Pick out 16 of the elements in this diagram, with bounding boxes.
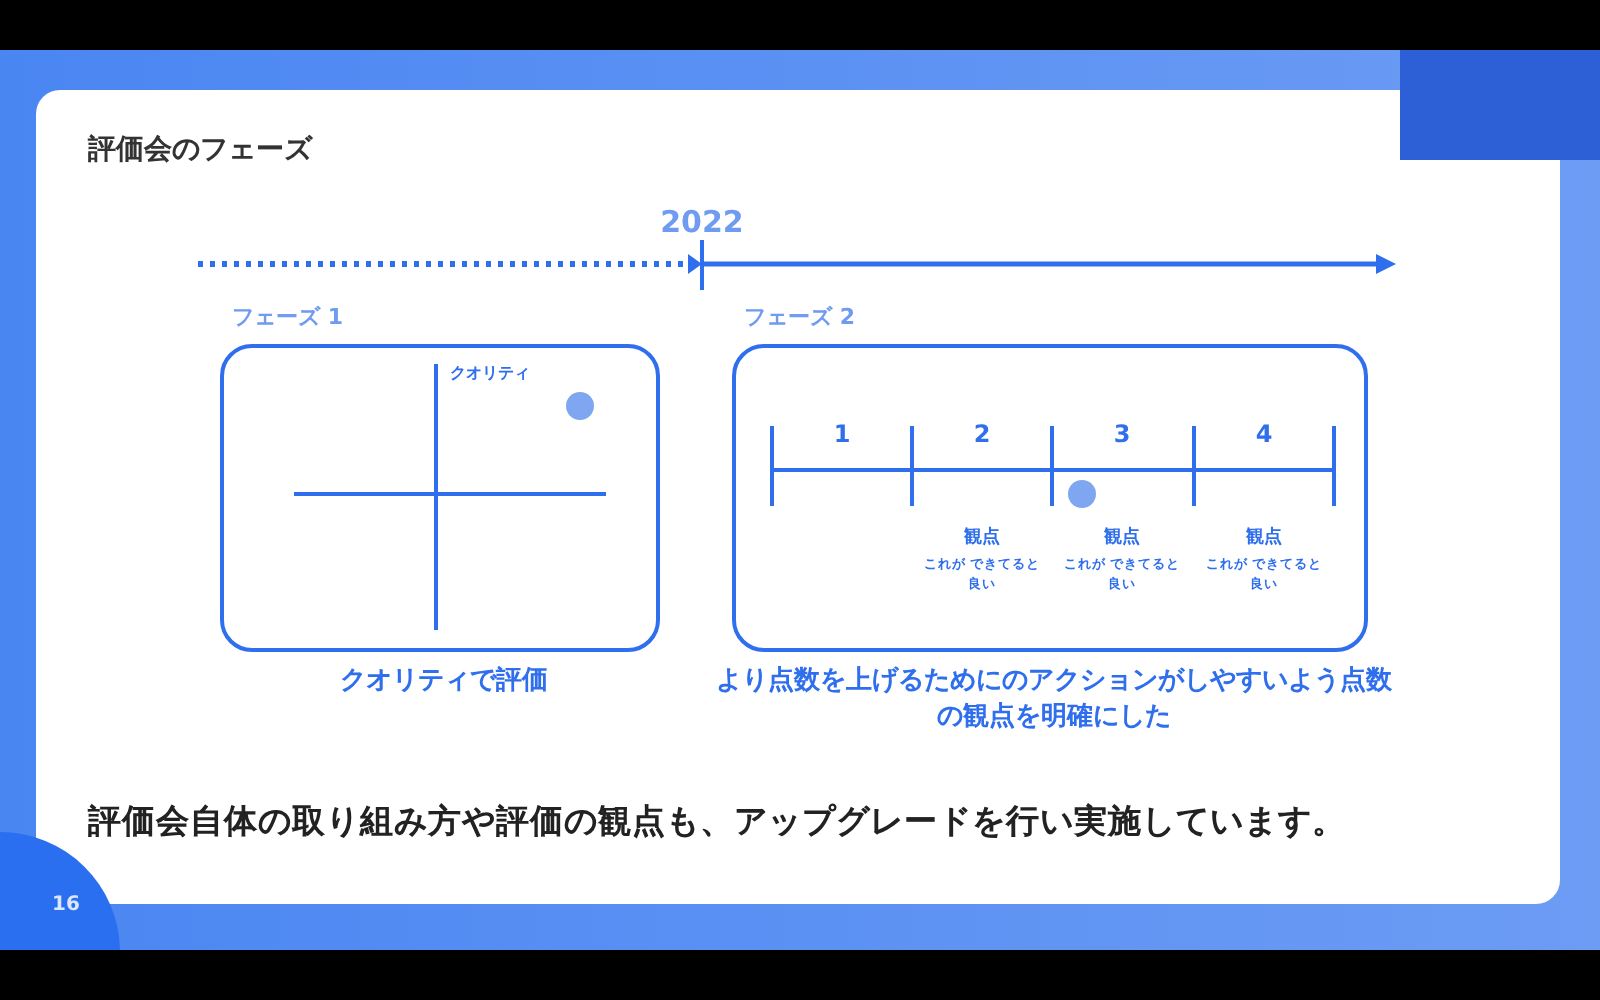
page-number: 16 xyxy=(52,892,80,920)
viewpoint-label: 観点 xyxy=(1246,524,1282,552)
axis-label: クオリティ xyxy=(450,362,530,386)
year-label: 2022 xyxy=(660,202,744,244)
viewpoint-label: 観点 xyxy=(964,524,1000,552)
slide-title: 評価会のフェーズ xyxy=(88,132,312,168)
phase-caption: より点数を上げるためにのアクションがしやすいよう点数の観点を明確にした xyxy=(714,664,1394,735)
phase-heading: フェーズ 1 xyxy=(232,302,343,332)
summary-text: 評価会自体の取り組み方や評価の観点も、アップグレードを行い実施しています。 xyxy=(88,800,1346,844)
scale-number: 2 xyxy=(973,418,991,452)
viewpoint-label: 観点 xyxy=(1104,524,1140,552)
scale-number: 3 xyxy=(1113,418,1131,452)
scale-number: 1 xyxy=(833,418,851,452)
phase-caption: クオリティで評価 xyxy=(338,664,550,700)
phase-heading: フェーズ 2 xyxy=(744,302,855,332)
scale-number: 4 xyxy=(1255,418,1273,452)
